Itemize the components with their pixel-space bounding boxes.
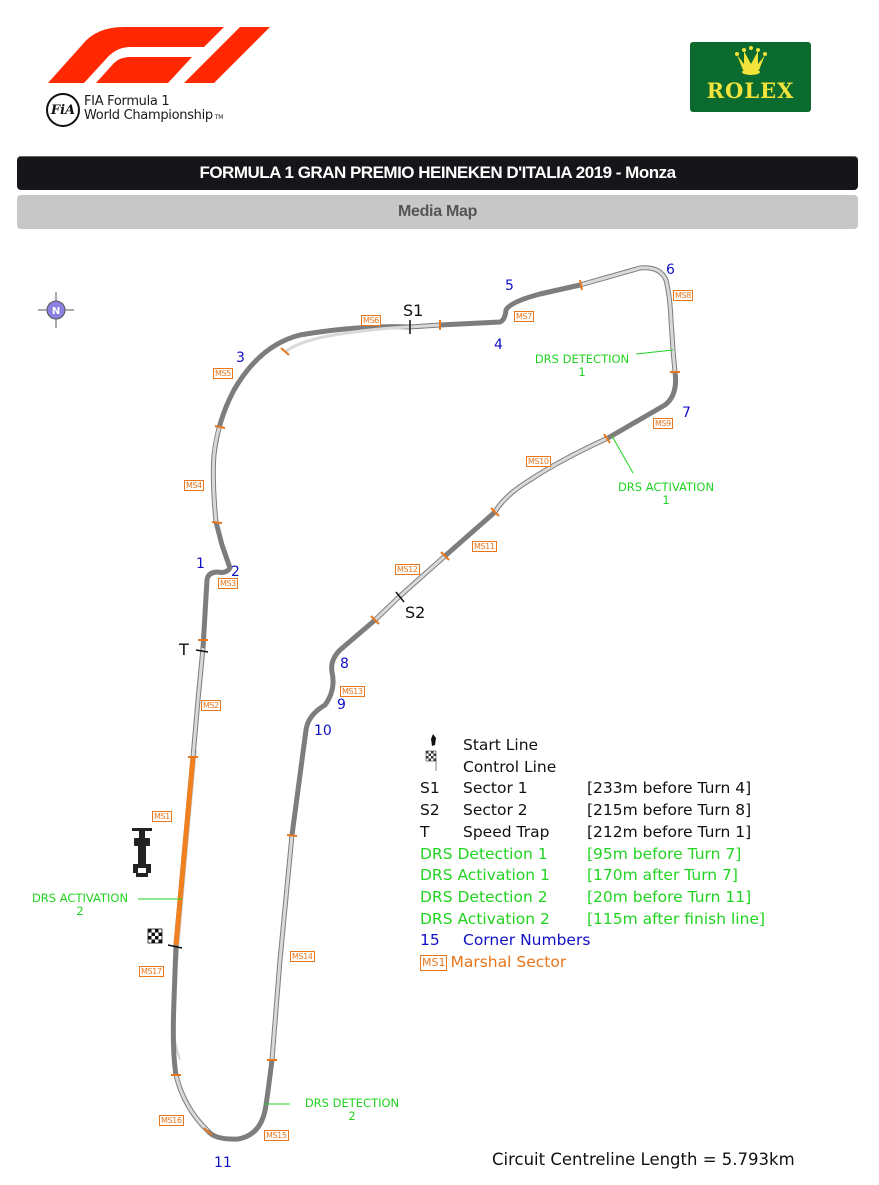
corner-11: 11 xyxy=(214,1155,232,1171)
corner-9: 9 xyxy=(337,697,346,713)
marshal-sector-ms5: MS5 xyxy=(213,368,233,379)
pit-lane xyxy=(171,749,197,1061)
media-map-banner: Media Map xyxy=(17,195,858,229)
legend-row-drs-activation-1: DRS Activation 1[170m after Turn 7] xyxy=(420,866,738,885)
crown-icon xyxy=(734,46,767,75)
fia-line-1: FIA Formula 1 xyxy=(84,94,170,109)
sector-1-label: S1 xyxy=(403,301,424,320)
marshal-sector-ms14: MS14 xyxy=(290,951,315,962)
fia-line-2: World Championship xyxy=(84,108,213,123)
legend-row-drs-detection-2: DRS Detection 2[20m before Turn 11] xyxy=(420,887,752,906)
s2-line xyxy=(395,591,405,603)
marshal-sector-ms1: MS1 xyxy=(152,811,172,822)
marshal-sector-ms15: MS15 xyxy=(264,1130,289,1141)
segment-ms16 xyxy=(174,1074,210,1133)
legend-control-line-icon xyxy=(425,750,437,771)
segment-ms8 xyxy=(579,266,677,373)
compass-north-icon: N xyxy=(38,292,74,328)
legend-start-line-icon xyxy=(431,734,436,746)
corner-7: 7 xyxy=(682,405,691,421)
marshal-sector-ms16: MS16 xyxy=(159,1115,184,1126)
marshal-sector-ms12: MS12 xyxy=(395,564,420,575)
rolex-sponsor-logo: ROLEX xyxy=(690,42,811,112)
corner-4: 4 xyxy=(494,337,503,353)
marshal-sector-badge: MS1 xyxy=(420,954,448,971)
chequered-flag-icon xyxy=(147,928,163,944)
legend-row-drs-detection-1: DRS Detection 1[95m before Turn 7] xyxy=(420,844,742,863)
f1-logo xyxy=(48,27,270,83)
corner-1: 1 xyxy=(196,556,205,572)
marshal-sector-ms11: MS11 xyxy=(472,541,497,552)
corner-2: 2 xyxy=(231,564,240,580)
legend-row-control-line: Control Line xyxy=(463,757,557,776)
segment-ms2 xyxy=(191,647,205,758)
speed-trap-line xyxy=(195,649,209,653)
marshal-sector-ms4: MS4 xyxy=(184,480,204,491)
speed-trap-label: T xyxy=(179,640,189,659)
legend-row-drs-activation-2: DRS Activation 2[115m after finish line] xyxy=(420,909,765,928)
marshal-sector-ms9: MS9 xyxy=(653,418,673,429)
track-outline xyxy=(170,265,678,1142)
marshal-sector-ms17: MS17 xyxy=(139,966,164,977)
f1-car-icon xyxy=(132,828,152,877)
marshal-sector-ms10: MS10 xyxy=(526,456,551,467)
marshal-sector-ms2: MS2 xyxy=(201,700,221,711)
sector-2-label: S2 xyxy=(405,603,426,622)
control-line xyxy=(167,944,183,949)
compass-label: N xyxy=(52,306,60,317)
marshal-sector-ms3: MS3 xyxy=(218,578,238,589)
event-title-banner: FORMULA 1 GRAN PREMIO HEINEKEN D'ITALIA … xyxy=(17,156,858,190)
corner-6: 6 xyxy=(666,262,675,278)
segment-ms14 xyxy=(270,834,294,1061)
corner-5: 5 xyxy=(505,278,514,294)
marshal-sector-ms7: MS7 xyxy=(514,311,534,322)
marshal-sector-ms13: MS13 xyxy=(340,686,365,697)
segment-ms4 xyxy=(211,425,222,523)
trademark: TM xyxy=(214,114,224,121)
legend-row-start-line: Start Line xyxy=(463,736,539,754)
segment-ms1 xyxy=(173,756,196,946)
corner-8: 8 xyxy=(340,656,349,672)
corner-10: 10 xyxy=(314,723,332,739)
segment-ms10 xyxy=(493,436,609,513)
fia-badge-icon: FiA xyxy=(46,93,80,127)
marshal-sector-ms8: MS8 xyxy=(673,290,693,301)
marshal-sector-ms6: MS6 xyxy=(361,315,381,326)
corner-3: 3 xyxy=(236,350,245,366)
rolex-wordmark: ROLEX xyxy=(706,78,795,103)
segment-ms6 xyxy=(284,323,441,354)
circuit-length: Circuit Centreline Length = 5.793km xyxy=(492,1150,795,1169)
